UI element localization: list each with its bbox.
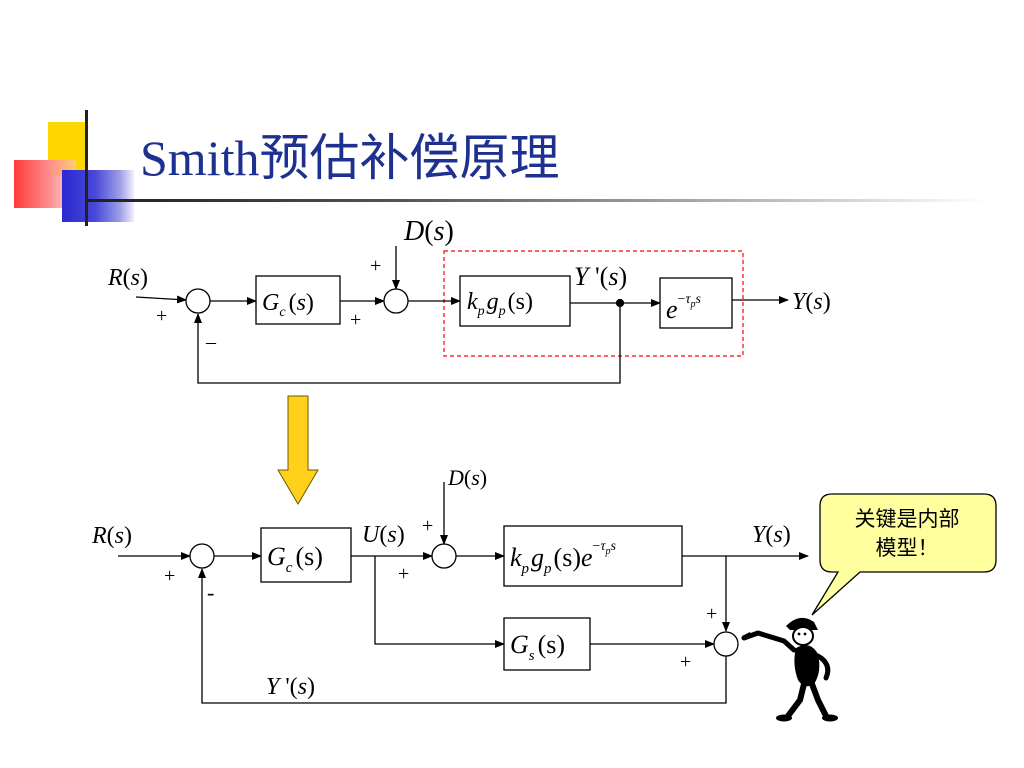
bottom-diagram [118, 482, 809, 704]
top-plant-label: kpgp(s) [467, 289, 533, 319]
top-feedback-line [194, 303, 621, 384]
deco-vertical-line [85, 110, 88, 226]
top-sign-sum1-feedback: – [205, 331, 217, 353]
bottom-sign-sum3-top: + [706, 603, 717, 625]
bottom-input-label: R(s) [91, 523, 132, 549]
bottom-controller-block [260, 527, 352, 583]
top-intermediate-label: Y '(s) [574, 262, 627, 291]
pointing-figure [741, 617, 838, 722]
bottom-feedback-line [198, 568, 727, 704]
top-plant-block [459, 275, 571, 327]
bottom-control-to-compensator [374, 556, 505, 648]
bottom-sign-sum1-input: + [164, 565, 175, 587]
bottom-plant-label: kpgp(s)e−τps [510, 539, 616, 577]
bottom-controller-label: Gc(s) [267, 542, 323, 576]
bottom-control-label: U(s) [362, 522, 405, 548]
bottom-sum-junction-2 [431, 543, 457, 569]
top-delay-highlight-box [443, 250, 744, 357]
title-underline [88, 199, 988, 202]
top-disturbance-label: D(s) [403, 216, 454, 247]
top-controller-block [255, 275, 341, 325]
callout-bubble [811, 493, 997, 616]
bottom-sign-sum2-top: + [422, 515, 433, 537]
slide-title: Smith预估补偿原理 [140, 130, 560, 186]
top-sign-sum2-top: + [370, 255, 381, 277]
top-delay-label: e−τps [666, 292, 701, 324]
callout-text: 关键是内部 模型！ [822, 505, 992, 563]
transform-down-arrow [277, 395, 319, 505]
bottom-sum-junction-1 [189, 543, 215, 569]
deco-blue-block [62, 170, 134, 222]
top-sum-junction-2 [383, 288, 409, 314]
bottom-output-label: Y(s) [752, 522, 791, 548]
bottom-sign-sum2-left: + [398, 563, 409, 585]
top-delay-block [659, 277, 733, 329]
bottom-sign-sum1-feedback: - [207, 580, 214, 605]
callout-line-2: 模型！ [875, 536, 939, 560]
bottom-sign-sum3-bottom: + [680, 651, 691, 673]
top-input-line [135, 295, 187, 304]
bottom-feedback-label: Y '(s) [266, 674, 315, 700]
top-output-label: Y(s) [792, 289, 831, 315]
bottom-disturbance-label: D(s) [447, 465, 487, 490]
bottom-compensator-label: Gs(s) [510, 630, 565, 664]
top-sign-sum1-input: + [156, 305, 167, 327]
top-input-label: R(s) [107, 265, 148, 291]
top-sign-sum2-left: + [350, 309, 361, 331]
top-controller-label: Gc(s) [262, 290, 314, 320]
top-diagram [135, 246, 789, 384]
callout-line-1: 关键是内部 [854, 507, 960, 531]
bottom-sum-junction-3 [713, 631, 739, 657]
bottom-plant-block [503, 525, 683, 587]
top-sum-junction-1 [185, 288, 211, 314]
